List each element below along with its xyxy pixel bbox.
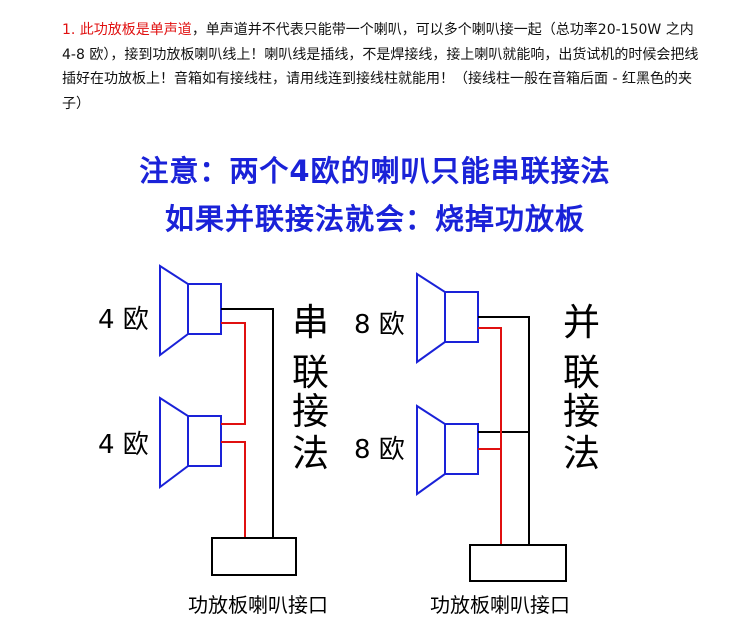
- mode-char: 串: [292, 301, 329, 344]
- parallel-diagram: 8 欧 8 欧 功放板喇叭接口 并 联 接 法: [354, 272, 600, 617]
- amp-board-block: [211, 537, 297, 576]
- notice-body: ，单声道并不代表只能带一个喇叭，可以多个喇叭接一起（总功率20-150W 之内 …: [62, 22, 699, 112]
- speaker-label-bottom: 4 欧: [98, 430, 149, 460]
- mode-char: 联: [563, 351, 600, 394]
- speaker-icon: [159, 264, 222, 357]
- mode-char: 联: [292, 351, 329, 394]
- notice-lead: 1. 此功放板是单声道: [62, 22, 192, 38]
- notice-paragraph: 1. 此功放板是单声道，单声道并不代表只能带一个喇叭，可以多个喇叭接一起（总功率…: [62, 18, 702, 116]
- series-diagram: 4 欧 4 欧 功放板喇叭接口 串 联 接 法: [98, 264, 329, 617]
- parallel-wires: [478, 316, 530, 545]
- mode-char: 法: [563, 432, 600, 475]
- amp-board-label: 功放板喇叭接口: [188, 593, 328, 617]
- speaker-label-top: 4 欧: [98, 305, 149, 335]
- speaker-icon: [416, 272, 479, 364]
- amp-board-block: [469, 544, 567, 582]
- speaker-label-bottom: 8 欧: [354, 435, 405, 465]
- warning-line-2: 如果并联接法就会：烧掉功放板: [164, 202, 585, 236]
- amp-board-label: 功放板喇叭接口: [430, 593, 570, 617]
- mode-char: 法: [292, 432, 329, 475]
- mode-char: 接: [563, 390, 600, 433]
- warning-line-1: 注意：两个4欧的喇叭只能串联接法: [139, 154, 611, 188]
- speaker-label-top: 8 欧: [354, 310, 405, 340]
- series-wires: [221, 308, 274, 538]
- speaker-icon: [416, 404, 479, 496]
- mode-char: 接: [292, 390, 329, 433]
- speaker-icon: [159, 396, 222, 489]
- mode-char: 并: [563, 301, 600, 344]
